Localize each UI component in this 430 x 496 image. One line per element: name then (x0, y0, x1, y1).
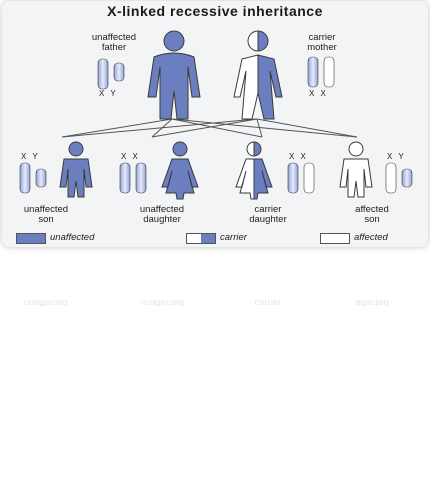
legend-label-unaffected: unaffected (50, 232, 95, 243)
diagram-card: X-linked recessive inheritance (2, 1, 428, 247)
child-son-chromosome-letters: X Y (21, 152, 40, 161)
mother-chromosome-letters: X X (309, 89, 328, 98)
child-carrier-daughter (235, 141, 273, 200)
child-daughter-chromosome-letters: X X (121, 152, 140, 161)
mother-figure (233, 30, 283, 120)
inheritance-lines (61, 118, 358, 138)
child-label-unaffected-son: unaffected son (23, 204, 69, 225)
child-affected-son (339, 141, 373, 198)
mother-chromosomes (307, 56, 335, 88)
father-chromosomes (97, 58, 125, 90)
reflection-label-affected: affected (355, 297, 389, 308)
pedigree-diagram (19, 30, 413, 200)
legend-label-carrier: carrier (220, 232, 247, 243)
child-carrier-chromosome-letters: X X (289, 152, 308, 161)
card-reflection: unaffected unaffected carrier affected (2, 248, 428, 318)
reflection-label-carrier: carrier (254, 297, 282, 308)
mother-label: carrier mother (307, 32, 337, 53)
reflection-label-son: unaffected (23, 297, 69, 308)
legend-swatch-unaffected (16, 233, 46, 244)
father-figure (147, 30, 201, 120)
diagram-title: X-linked recessive inheritance (107, 3, 323, 19)
legend-swatch-affected (320, 233, 350, 244)
father-chromosome-letters: X Y (99, 89, 118, 98)
child-affected-chromosome-letters: X Y (387, 152, 406, 161)
child-label-carrier-daughter: carrier daughter (249, 204, 287, 225)
child-chromosomes (19, 162, 413, 194)
child-unaffected-son (59, 141, 93, 198)
child-unaffected-daughter (161, 141, 199, 200)
reflection-label-daughter: unaffected (139, 297, 185, 308)
father-label: unaffected father (91, 32, 137, 53)
legend-label-affected: affected (354, 232, 388, 243)
legend-swatch-carrier (186, 233, 216, 244)
child-label-affected-son: affected son (355, 204, 389, 225)
child-label-unaffected-daughter: unaffected daughter (139, 204, 185, 225)
